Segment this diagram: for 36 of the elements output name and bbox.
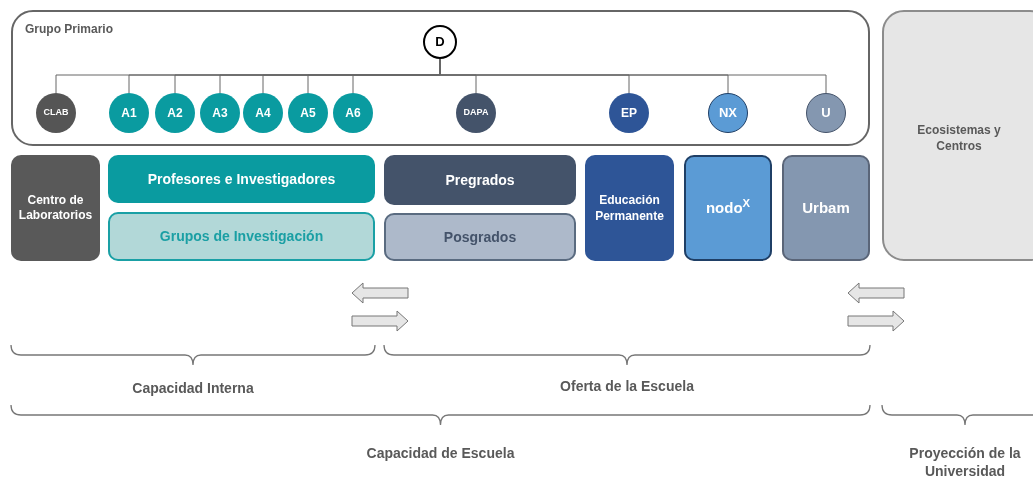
node-label: DAPA [463, 106, 489, 120]
unit-box [384, 213, 576, 261]
node-label: A3 [212, 105, 228, 122]
node-label: Grupo Primario [25, 21, 113, 38]
node-label: U [821, 104, 831, 123]
unit-box [782, 155, 870, 261]
ecosystem-box [882, 10, 1033, 261]
unit-box [384, 155, 576, 205]
bracket-label: Proyección de la Universidad [908, 444, 1022, 480]
bracket-label: Capacidad Interna [131, 379, 255, 398]
group-container [11, 10, 870, 146]
node-label: Pregrados [445, 170, 515, 190]
node-label: A5 [300, 105, 316, 122]
node-label: NX [718, 104, 738, 123]
node-label: Centro de Laboratorios [17, 193, 94, 223]
node-label: A2 [167, 105, 183, 122]
node-label: CLAB [43, 106, 69, 120]
bracket-label: Capacidad de Escuela [365, 444, 516, 463]
node-label: Grupos de Investigación [159, 227, 324, 246]
node-label: EP [621, 105, 637, 122]
unit-box [11, 155, 100, 261]
unit-box [108, 155, 375, 203]
node-label: Ecosistemas y Centros [916, 122, 1002, 154]
unit-box [684, 155, 772, 261]
unit-box [108, 212, 375, 261]
node-label: Profesores e Investigadores [147, 169, 336, 189]
node-label: A4 [255, 105, 271, 122]
node-label: Posgrados [443, 227, 517, 247]
node-label: nodo$^{X}$ [705, 196, 751, 218]
node-label: Educación Permanente [594, 192, 665, 224]
unit-box [585, 155, 674, 261]
node-label: A1 [121, 105, 137, 122]
node-label: Urbam [802, 197, 850, 218]
node-label: A6 [345, 105, 361, 122]
bracket-label: Oferta de la Escuela [559, 377, 695, 396]
node-label: D [435, 33, 445, 52]
